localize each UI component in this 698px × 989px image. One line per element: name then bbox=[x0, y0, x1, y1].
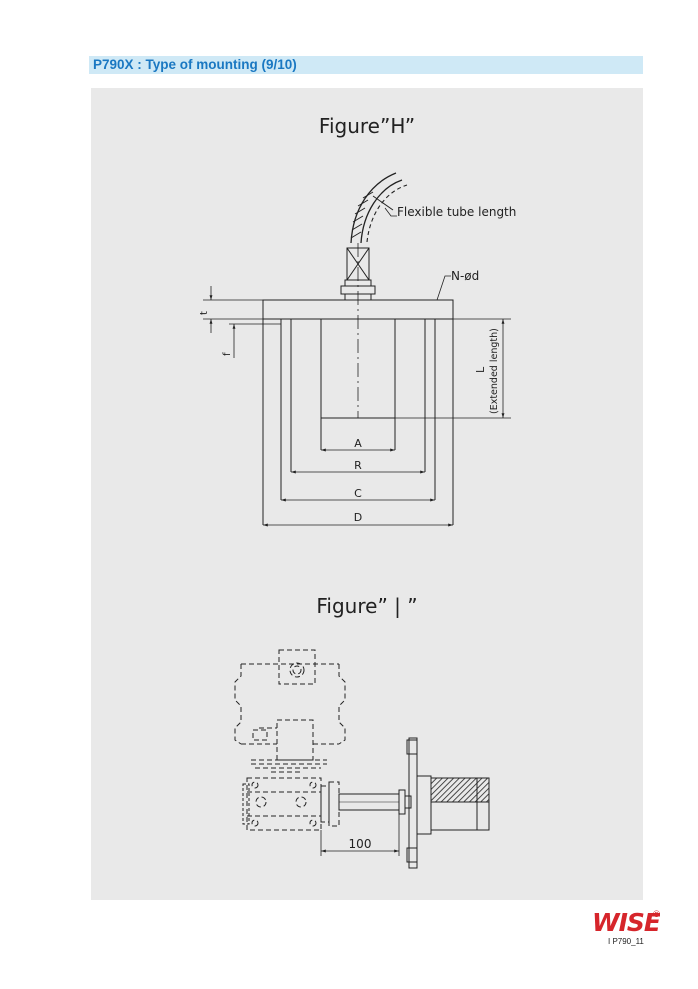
dim-label-extended-length: (Extended length) bbox=[489, 328, 500, 414]
registered-mark: ® bbox=[652, 910, 660, 920]
figure-i-title: Figure” | ” bbox=[316, 594, 417, 618]
label-flexible-tube-length: Flexible tube length bbox=[397, 205, 516, 219]
dim-label-t: t bbox=[199, 311, 210, 315]
label-flange-holes: N-ød bbox=[451, 269, 479, 283]
dim-label-f: f bbox=[222, 352, 233, 356]
dim-label-100: 100 bbox=[349, 837, 372, 851]
page-code: I P790_11 bbox=[608, 937, 644, 946]
dim-label-D: D bbox=[354, 511, 362, 524]
figure-h: Figure”H” bbox=[199, 114, 516, 527]
logo-text: WISE bbox=[592, 908, 660, 936]
drawing-panel: Figure”H” bbox=[91, 88, 643, 900]
technical-drawings: Figure”H” bbox=[199, 114, 516, 869]
dim-label-C: C bbox=[354, 487, 362, 500]
header-bar: P790X : Type of mounting (9/10) bbox=[89, 56, 643, 74]
wise-logo-mark: WISE ® bbox=[592, 908, 662, 937]
page-title: P790X : Type of mounting (9/10) bbox=[93, 57, 297, 72]
figure-h-title: Figure”H” bbox=[319, 114, 415, 138]
dim-label-R: R bbox=[354, 459, 362, 472]
dim-label-L: L bbox=[474, 366, 487, 373]
dim-label-A: A bbox=[354, 437, 362, 450]
figure-i: Figure” | ” bbox=[234, 594, 490, 869]
wise-logo: WISE ® bbox=[590, 906, 662, 937]
